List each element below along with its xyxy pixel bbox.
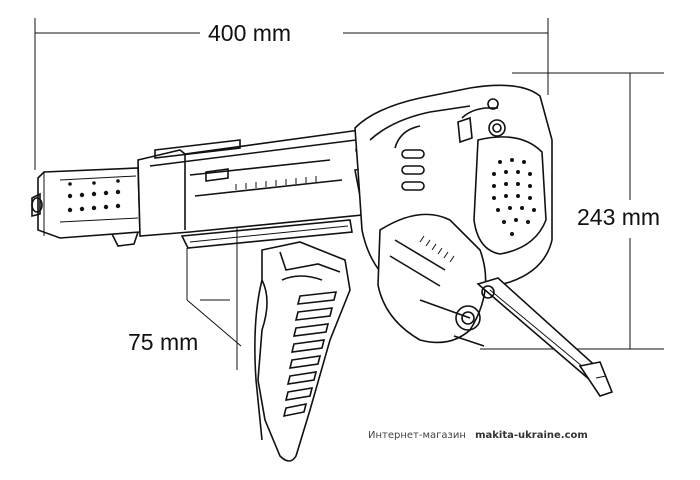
power-cord <box>476 277 614 397</box>
depth-scale <box>235 176 317 190</box>
dimension-400-lines <box>34 18 549 170</box>
handle-ribs <box>282 291 338 418</box>
dimension-length-label: 400 mm <box>208 20 291 46</box>
watermark-prefix: Интернет-магазин <box>368 430 466 441</box>
dimension-height-label: 243 mm <box>577 204 660 230</box>
screwdriver-illustration <box>31 84 614 462</box>
nose-piece <box>31 167 141 247</box>
nose-holes <box>67 179 121 213</box>
feed-housing <box>137 129 373 249</box>
watermark-site: makita-ukraine.com <box>475 430 588 441</box>
vent-slots-left <box>401 149 425 191</box>
front-handle <box>254 241 351 462</box>
trigger-ring-assembly <box>377 213 487 347</box>
grip-panel <box>473 136 547 255</box>
ring-ticks <box>419 235 455 263</box>
grip-dots <box>492 158 536 236</box>
dimension-attachment-label: 75 mm <box>128 329 198 355</box>
watermark: Интернет-магазин makita-ukraine.com <box>368 430 588 441</box>
